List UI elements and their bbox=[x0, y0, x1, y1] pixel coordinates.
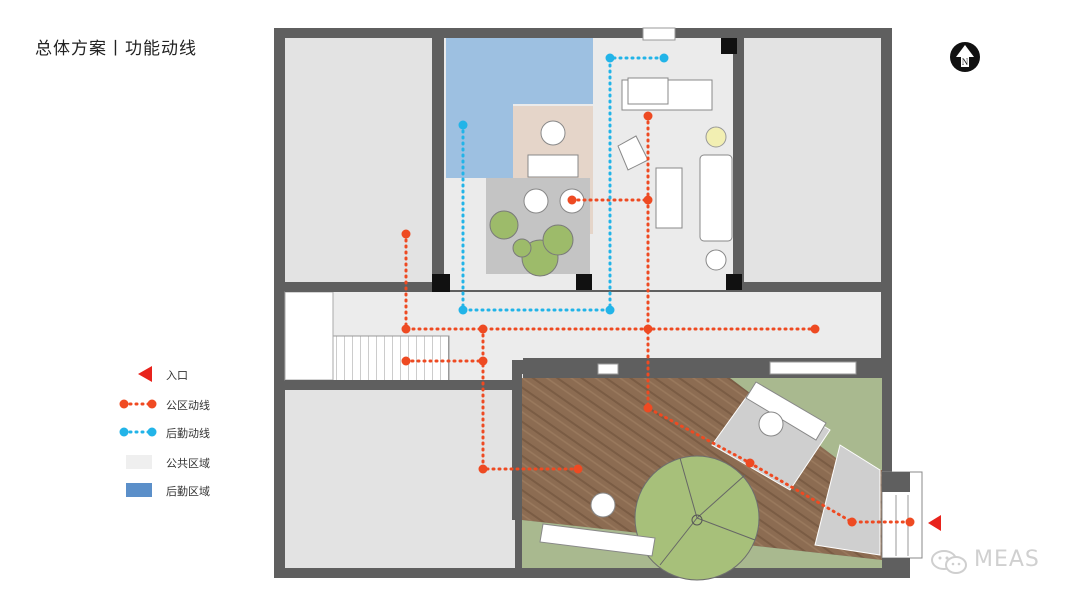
legend-item-public-area: 公共区域 bbox=[118, 452, 258, 472]
stairs bbox=[332, 335, 450, 383]
legend-item-service-area: 后勤区域 bbox=[118, 480, 258, 500]
public-area-swatch bbox=[126, 455, 152, 469]
legend-item-service-route: 后勤动线 bbox=[118, 422, 258, 442]
legend-label: 后勤区域 bbox=[166, 485, 210, 498]
legend-label: 公区动线 bbox=[166, 399, 210, 412]
legend-item-entrance: 入口 bbox=[118, 364, 258, 384]
service-route-nodes bbox=[458, 53, 669, 315]
wechat-icon bbox=[931, 550, 967, 574]
seating-pad-lower bbox=[814, 444, 881, 556]
entrance-arrow-icon bbox=[138, 366, 152, 382]
legend-label: 后勤动线 bbox=[166, 427, 210, 440]
north-compass-icon: N bbox=[950, 42, 980, 72]
bench-lower bbox=[539, 523, 656, 557]
watermark-text: MEAS bbox=[974, 547, 1040, 572]
legend-item-public-route: 公区动线 bbox=[118, 394, 258, 414]
service-area-swatch bbox=[126, 483, 152, 497]
service-area bbox=[446, 38, 593, 178]
legend-label: 入口 bbox=[166, 369, 188, 382]
public-route-nodes bbox=[401, 111, 915, 527]
legend-label: 公共区域 bbox=[166, 457, 210, 470]
entry-arrow bbox=[928, 515, 941, 531]
public-route-icon bbox=[119, 399, 157, 409]
room-northwest bbox=[285, 38, 432, 283]
room-west bbox=[285, 390, 515, 568]
page-title: 总体方案丨功能动线 bbox=[35, 39, 197, 59]
bench-upper bbox=[745, 381, 827, 441]
service-route-icon bbox=[119, 427, 157, 437]
compass-letter: N bbox=[962, 57, 969, 67]
stair-landing bbox=[284, 291, 334, 381]
